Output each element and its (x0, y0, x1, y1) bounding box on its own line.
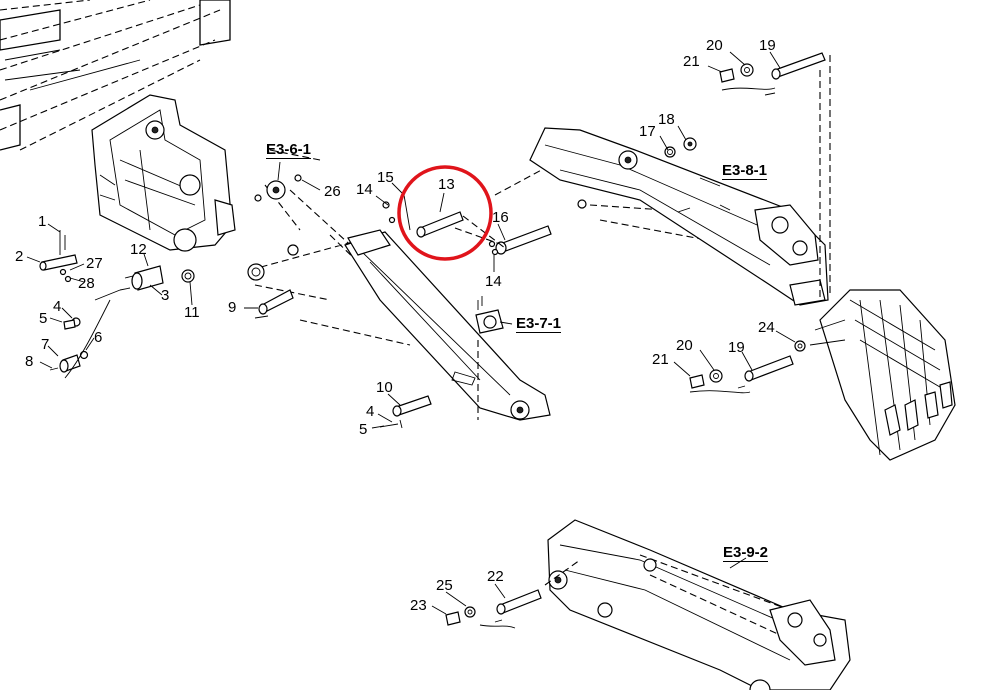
highlight-circle (397, 165, 493, 261)
callout-28: 28 (78, 275, 95, 292)
callout-5-lower: 5 (359, 421, 368, 438)
callout-15: 15 (377, 169, 394, 186)
callout-24: 24 (758, 319, 775, 336)
bucket-pins-drawing (689, 340, 806, 394)
callout-16: 16 (492, 209, 509, 226)
callout-9: 9 (228, 299, 237, 316)
ref-e3-9-2[interactable]: E3-9-2 (723, 544, 769, 562)
swing-bracket-drawing (91, 94, 236, 252)
callout-11: 11 (184, 304, 200, 321)
callout-25: 25 (436, 577, 453, 594)
callout-4: 4 (53, 298, 62, 315)
left-pins-drawing (39, 230, 195, 379)
callout-4-lower: 4 (366, 403, 375, 420)
ref-e3-6-1[interactable]: E3-6-1 (266, 141, 312, 159)
callout-12: 12 (130, 241, 147, 258)
callout-5: 5 (39, 310, 48, 327)
callout-19: 19 (759, 37, 776, 54)
callout-3: 3 (161, 287, 170, 304)
frame-assembly-drawing (0, 0, 231, 151)
callout-10: 10 (376, 379, 393, 396)
ref-e3-7-1[interactable]: E3-7-1 (516, 315, 562, 333)
callout-14-lower: 14 (485, 273, 502, 290)
callout-22: 22 (487, 568, 504, 585)
callout-21-lower: 21 (652, 351, 669, 368)
callout-18: 18 (658, 111, 675, 128)
lower-arm-drawing (445, 519, 851, 695)
callout-26: 26 (324, 183, 341, 200)
callout-1: 1 (38, 213, 47, 230)
arm-drawing (494, 55, 831, 306)
boom-drawing (247, 149, 552, 429)
callout-7: 7 (41, 336, 50, 353)
top-right-pins-drawing (719, 52, 826, 96)
callout-13: 13 (438, 176, 455, 193)
ref-e3-8-1[interactable]: E3-8-1 (722, 162, 768, 180)
callout-8: 8 (25, 353, 34, 370)
callout-19-lower: 19 (728, 339, 745, 356)
callout-20-lower: 20 (676, 337, 693, 354)
bucket-drawing (809, 289, 956, 461)
callout-6: 6 (94, 329, 103, 346)
callout-21: 21 (683, 53, 700, 70)
callout-23: 23 (410, 597, 427, 614)
callout-20: 20 (706, 37, 723, 54)
callout-2: 2 (15, 248, 24, 265)
callout-14: 14 (356, 181, 373, 198)
callout-17: 17 (639, 123, 656, 140)
callout-27: 27 (86, 255, 103, 272)
leader-lines (26, 51, 796, 615)
